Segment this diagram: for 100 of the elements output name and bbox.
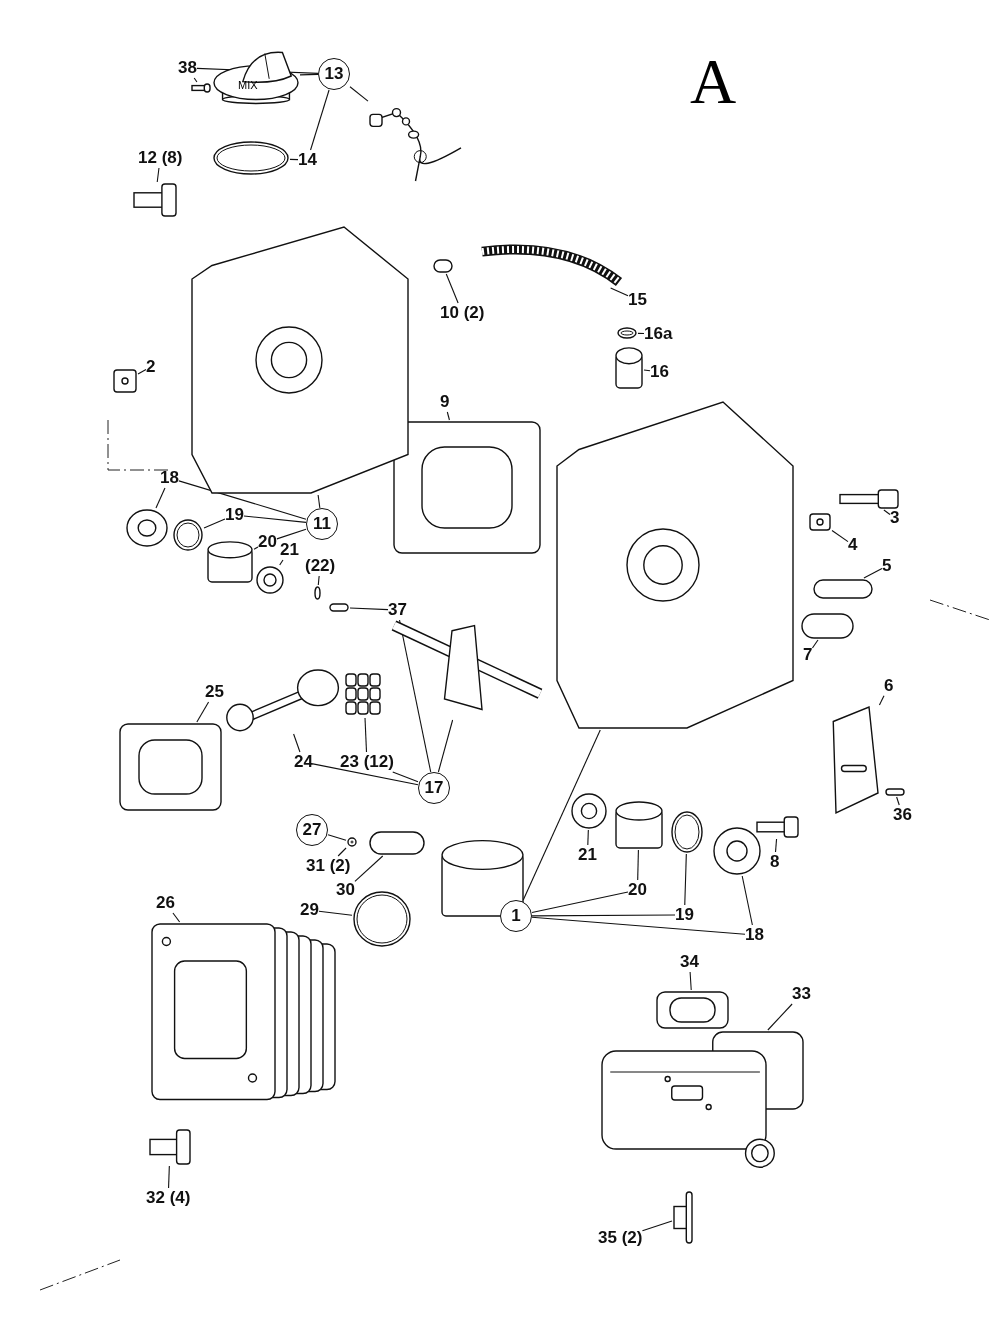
muffler-drawing	[600, 1030, 805, 1170]
callout-number: 1	[500, 900, 532, 932]
callout-number: 29	[300, 900, 319, 920]
callout-number: 13	[318, 58, 350, 90]
callout-number: 20	[258, 532, 277, 552]
stud-drawing	[812, 578, 874, 600]
key-drawing	[313, 585, 322, 601]
leader-line	[310, 89, 330, 151]
gasket-drawing	[118, 722, 223, 812]
oil-seal-drawing	[712, 826, 762, 876]
callout-number: 37	[388, 600, 407, 620]
leader-line	[317, 494, 321, 509]
callout-number: 9	[440, 392, 450, 412]
leader-line	[445, 273, 459, 304]
screw-drawing	[838, 488, 900, 510]
callout-number: 12 (8)	[138, 148, 183, 168]
oil-seal-drawing	[125, 508, 169, 548]
callout-number: 30	[336, 880, 355, 900]
leader-line	[863, 567, 883, 579]
leader-line	[437, 719, 454, 773]
leader-line	[337, 847, 347, 857]
screw-drawing	[672, 1190, 694, 1245]
leader-line	[276, 528, 307, 540]
leader-line	[684, 853, 687, 906]
needle-bearing-drawing	[206, 540, 254, 584]
callout-number: 2	[146, 357, 156, 377]
callout-number: 32 (4)	[146, 1188, 191, 1208]
callout-number: 10 (2)	[440, 303, 485, 323]
leader-line	[398, 619, 432, 773]
leader-line	[587, 829, 589, 846]
nut-drawing	[808, 512, 832, 532]
callout-number: 20	[628, 880, 647, 900]
leader-line	[299, 73, 319, 76]
callout-number: 21	[578, 845, 597, 865]
callout-number: 5	[882, 556, 892, 576]
callout-number: 16a	[644, 324, 673, 344]
leader-line	[741, 875, 753, 926]
circlip-drawing	[670, 810, 704, 854]
needle-bearing-drawing	[614, 800, 664, 850]
leader-line	[317, 575, 320, 586]
leader-line	[178, 480, 307, 520]
leader-line	[196, 701, 210, 723]
callout-number: 21	[280, 540, 299, 560]
leader-line	[531, 914, 676, 917]
leader-line	[293, 733, 301, 753]
page-letter: A	[690, 50, 737, 114]
leader-line	[643, 369, 651, 372]
leader-line	[243, 515, 307, 523]
needle-rollers-drawing	[344, 672, 384, 718]
leader-line	[193, 77, 198, 83]
callout-number: 19	[225, 505, 244, 525]
leader-line	[156, 167, 160, 183]
leader-line	[531, 916, 746, 935]
callout-number: 14	[298, 150, 317, 170]
callout-number: 17	[418, 772, 450, 804]
leader-line	[883, 509, 891, 516]
leader-line	[774, 838, 778, 853]
callout-number: 38	[178, 58, 197, 78]
pin-drawing	[432, 258, 454, 274]
callout-number: 11	[306, 508, 338, 540]
screw-drawing	[190, 82, 212, 94]
crankcase-half-drawing	[555, 400, 795, 730]
leader-line	[327, 834, 347, 841]
cap-marking: MIX	[238, 80, 258, 91]
leader-line	[203, 518, 226, 529]
key-drawing	[328, 602, 350, 613]
leader-line	[349, 86, 369, 102]
leader-line	[172, 912, 181, 923]
leader-line	[364, 717, 368, 753]
callout-number: 16	[650, 362, 669, 382]
leader-line	[279, 559, 284, 566]
leader-line	[811, 639, 819, 649]
callout-number: 27	[296, 814, 328, 846]
leader-line	[531, 891, 629, 914]
washer-drawing	[570, 792, 608, 830]
leader-line	[896, 796, 900, 806]
circlip-drawing	[172, 518, 204, 552]
gasket-drawing	[392, 420, 542, 555]
callout-number: 35 (2)	[598, 1228, 643, 1248]
callout-number: 18	[160, 468, 179, 488]
callout-number: 3	[890, 508, 900, 528]
screw-drawing	[148, 1128, 192, 1166]
screw-drawing	[132, 182, 178, 218]
piston-pin-drawing	[368, 830, 426, 856]
callout-number: 19	[675, 905, 694, 925]
leader-line	[312, 763, 419, 786]
gasket-ring-drawing	[212, 140, 290, 176]
callout-number: 7	[803, 645, 813, 665]
fitting-drawing	[112, 368, 138, 394]
leader-line	[168, 1165, 170, 1189]
leader-line	[137, 369, 147, 375]
leader-line	[354, 855, 384, 882]
callout-number: 34	[680, 952, 699, 972]
leader-line	[446, 411, 450, 421]
leader-line	[831, 529, 849, 543]
callout-number: 36	[893, 805, 912, 825]
callout-number: 26	[156, 893, 175, 913]
leader-line	[637, 332, 645, 335]
callout-number: 8	[770, 852, 780, 872]
callout-number: 31 (2)	[306, 856, 351, 876]
